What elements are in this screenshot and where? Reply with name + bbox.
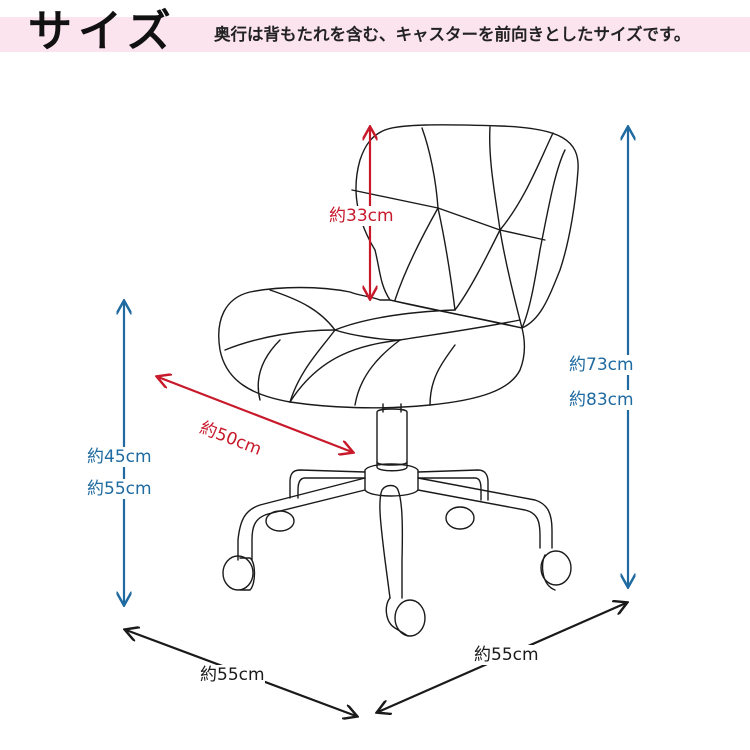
leg-right	[417, 477, 553, 549]
seat-depth-arrow	[158, 377, 352, 452]
total-height-min-label: 約73cm	[569, 355, 634, 375]
backrest-outline	[355, 124, 579, 329]
leg-front	[379, 484, 404, 599]
seat-height-min-label: 約45cm	[87, 447, 152, 467]
caster-right	[540, 550, 572, 586]
base-width-label: 約55cm	[200, 665, 265, 685]
page-subtitle: 奥行は背もたれを含む、キャスターを前向きとしたサイズです。	[214, 25, 691, 44]
leg-left	[237, 477, 366, 561]
base-depth-label: 約55cm	[474, 645, 539, 665]
header-band	[0, 17, 750, 52]
chair-line-art	[218, 124, 579, 637]
caster-back-right	[445, 506, 475, 530]
base-hub	[364, 463, 419, 497]
total-height-max-label: 約83cm	[569, 390, 634, 410]
caster-back-left	[265, 510, 295, 532]
caster-left	[222, 555, 254, 591]
leg-back-left	[289, 469, 366, 499]
seat-height-max-label: 約55cm	[87, 479, 152, 499]
gas-lift	[376, 408, 408, 472]
backrest-height-label: 約33cm	[329, 206, 394, 226]
seat-outline	[218, 286, 526, 409]
page-title: サイズ	[28, 6, 177, 57]
